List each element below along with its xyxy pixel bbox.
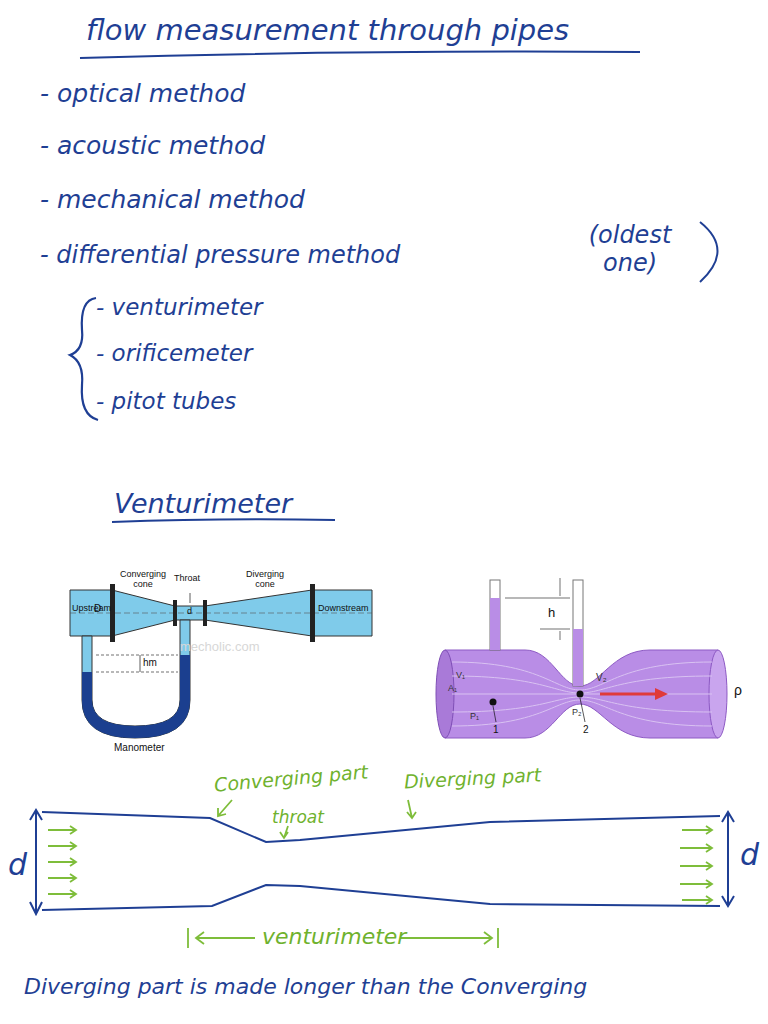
part-label: Throat: [174, 573, 200, 583]
dimension-label: d: [740, 838, 759, 873]
title-underline: [80, 52, 640, 58]
part-label: Converging cone: [118, 569, 168, 590]
sub-item: - orificemeter: [96, 340, 252, 366]
page-title: flow measurement through pipes: [86, 14, 569, 47]
venturi-figure-1: [70, 584, 372, 738]
list-item: - mechanical method: [40, 186, 305, 215]
list-item: - acoustic method: [40, 132, 265, 161]
part-label: Diverging part: [404, 764, 542, 793]
symbol-label: V₁: [456, 670, 465, 680]
part-label: Diverging cone: [240, 569, 290, 590]
section-heading: Venturimeter: [114, 488, 292, 519]
dimension-label: d: [187, 606, 192, 616]
dimension-label: D: [94, 603, 101, 615]
list-item: - differential pressure method: [40, 242, 400, 270]
heading-underline: [112, 519, 335, 522]
part-label: Downstream: [318, 603, 369, 613]
sub-item: - pitot tubes: [96, 388, 236, 414]
dimension-label: d: [8, 848, 27, 883]
callout-number: 2: [583, 724, 589, 736]
brace: [70, 298, 98, 420]
venturi-figure-2: [430, 570, 730, 745]
dimension-label: hm: [143, 657, 157, 669]
symbol-label: P₂: [572, 707, 582, 717]
symbol-label: ρ: [734, 682, 742, 698]
callout-number: 1: [493, 724, 499, 736]
part-label: throat: [272, 808, 324, 828]
part-label: Upstream: [72, 603, 111, 613]
part-label: venturimeter: [262, 924, 406, 949]
list-item: - optical method: [40, 80, 245, 109]
symbol-label: A₁: [448, 683, 457, 693]
dimension-label: h: [548, 606, 555, 621]
part-label: Converging part: [213, 761, 368, 796]
part-label: Manometer: [114, 742, 165, 754]
sub-item: - venturimeter: [96, 294, 263, 320]
symbol-label: V₂: [596, 672, 607, 684]
note-text: Diverging part is made longer than the C…: [24, 974, 587, 999]
paren-curve: [700, 222, 718, 282]
symbol-label: P₁: [470, 711, 479, 721]
watermark: mecholic.com: [180, 640, 259, 655]
list-note: (oldest one): [560, 222, 700, 277]
